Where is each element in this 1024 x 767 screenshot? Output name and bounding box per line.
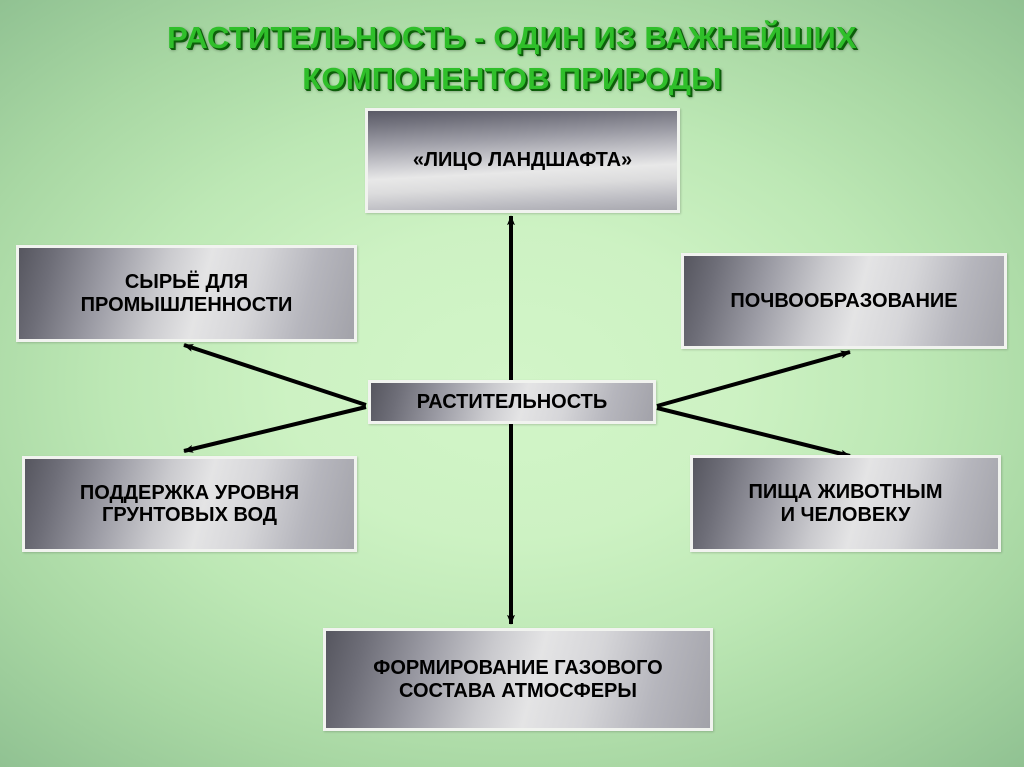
page-title: РАСТИТЕЛЬНОСТЬ - ОДИН ИЗ ВАЖНЕЙШИХ КОМПО… — [167, 20, 857, 96]
node-box-groundwater[interactable]: ПОДДЕРЖКА УРОВНЯ ГРУНТОВЫХ ВОД — [22, 456, 357, 552]
node-label-center-vegetation: РАСТИТЕЛЬНОСТЬ — [416, 390, 608, 413]
node-box-landscape[interactable]: «ЛИЦО ЛАНДШАФТА» — [365, 108, 680, 213]
node-label-food: ПИЩА ЖИВОТНЫМ И ЧЕЛОВЕКУ — [748, 481, 943, 526]
node-box-food[interactable]: ПИЩА ЖИВОТНЫМ И ЧЕЛОВЕКУ — [690, 455, 1001, 552]
arrow-center-to-soil — [656, 350, 851, 408]
arrow-center-to-food — [656, 406, 851, 458]
node-box-soil[interactable]: ПОЧВООБРАЗОВАНИЕ — [681, 253, 1007, 349]
node-box-center-vegetation[interactable]: РАСТИТЕЛЬНОСТЬ — [368, 380, 656, 424]
arrow-center-to-groundwater — [183, 405, 367, 453]
node-label-atmosphere: ФОРМИРОВАНИЕ ГАЗОВОГО СОСТАВА АТМОСФЕРЫ — [373, 657, 663, 702]
node-box-atmosphere[interactable]: ФОРМИРОВАНИЕ ГАЗОВОГО СОСТАВА АТМОСФЕРЫ — [323, 628, 713, 731]
node-label-groundwater: ПОДДЕРЖКА УРОВНЯ ГРУНТОВЫХ ВОД — [79, 481, 300, 526]
node-label-soil: ПОЧВООБРАЗОВАНИЕ — [730, 289, 958, 312]
arrow-center-to-raw-material — [183, 343, 367, 407]
node-box-raw-material[interactable]: СЫРЬЁ ДЛЯ ПРОМЫШЛЕННОСТИ — [16, 245, 357, 342]
node-label-raw-material: СЫРЬЁ ДЛЯ ПРОМЫШЛЕННОСТИ — [80, 271, 293, 316]
node-label-landscape: «ЛИЦО ЛАНДШАФТА» — [412, 149, 633, 172]
